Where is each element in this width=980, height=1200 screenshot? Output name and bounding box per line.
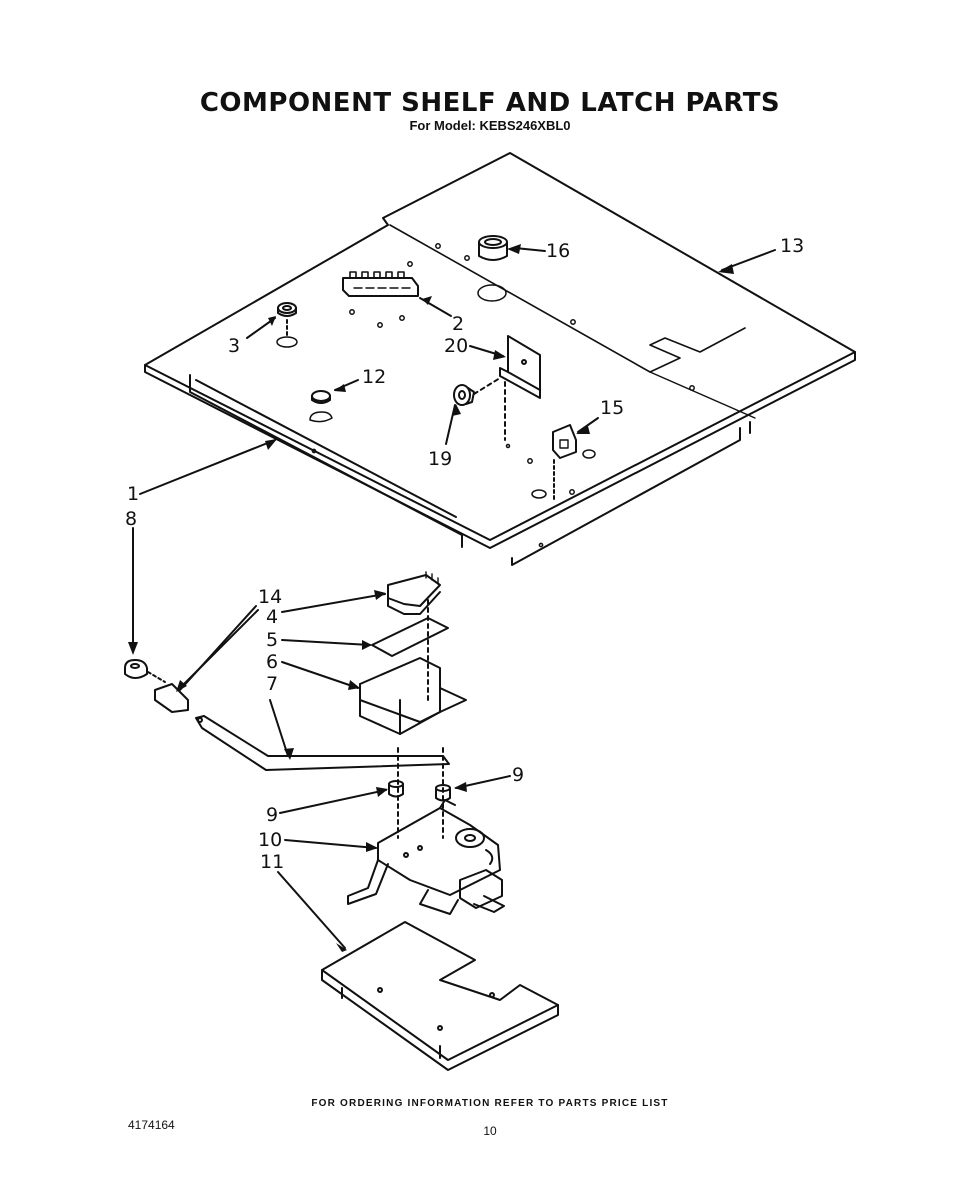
document-number: 4174164 bbox=[128, 1118, 175, 1132]
terminal-block-part-2 bbox=[342, 271, 452, 317]
callout-7: 7 bbox=[266, 673, 278, 695]
latch-mechanism-part-10 bbox=[284, 799, 505, 915]
housing-part-6 bbox=[281, 657, 467, 735]
callout-6: 6 bbox=[266, 651, 278, 673]
callout-11: 11 bbox=[260, 851, 284, 873]
page-number: 10 bbox=[483, 1124, 497, 1138]
shelf-top-plate bbox=[144, 152, 856, 541]
callout-16: 16 bbox=[546, 240, 570, 262]
latch-cover-part-14 bbox=[154, 605, 259, 713]
callout-15: 15 bbox=[600, 397, 624, 419]
callout-5: 5 bbox=[266, 629, 278, 651]
callout-13: 13 bbox=[780, 235, 804, 257]
callout-9-left: 9 bbox=[266, 804, 278, 826]
switch-part-4 bbox=[281, 571, 441, 701]
bracket-part-20 bbox=[469, 335, 541, 441]
bumper-part-8 bbox=[124, 659, 166, 683]
clip-part-15 bbox=[552, 417, 599, 501]
model-subtitle: For Model: KEBS246XBL0 bbox=[409, 118, 571, 133]
spacer-part-9-left bbox=[279, 780, 404, 814]
page-title: COMPONENT SHELF AND LATCH PARTS bbox=[199, 88, 781, 118]
callout-19: 19 bbox=[428, 448, 452, 470]
callout-1: 1 bbox=[127, 483, 139, 505]
cover-plate-part-11 bbox=[277, 871, 559, 1071]
plug-part-12 bbox=[311, 379, 359, 404]
callout-3: 3 bbox=[228, 335, 240, 357]
callout-4: 4 bbox=[266, 606, 278, 628]
latch-arm-part-7 bbox=[195, 699, 450, 839]
callout-10: 10 bbox=[258, 829, 282, 851]
spacer-part-9-right bbox=[435, 775, 511, 802]
callout-8: 8 bbox=[125, 508, 137, 530]
callout-2: 2 bbox=[452, 313, 464, 335]
component-shelf bbox=[144, 152, 856, 566]
ordering-note: FOR ORDERING INFORMATION REFER TO PARTS … bbox=[311, 1098, 669, 1109]
callout-14: 14 bbox=[258, 586, 282, 608]
callout-9-right: 9 bbox=[512, 764, 524, 786]
callout-20: 20 bbox=[444, 335, 468, 357]
insulator-part-5 bbox=[281, 617, 449, 657]
callout-12: 12 bbox=[362, 366, 386, 388]
